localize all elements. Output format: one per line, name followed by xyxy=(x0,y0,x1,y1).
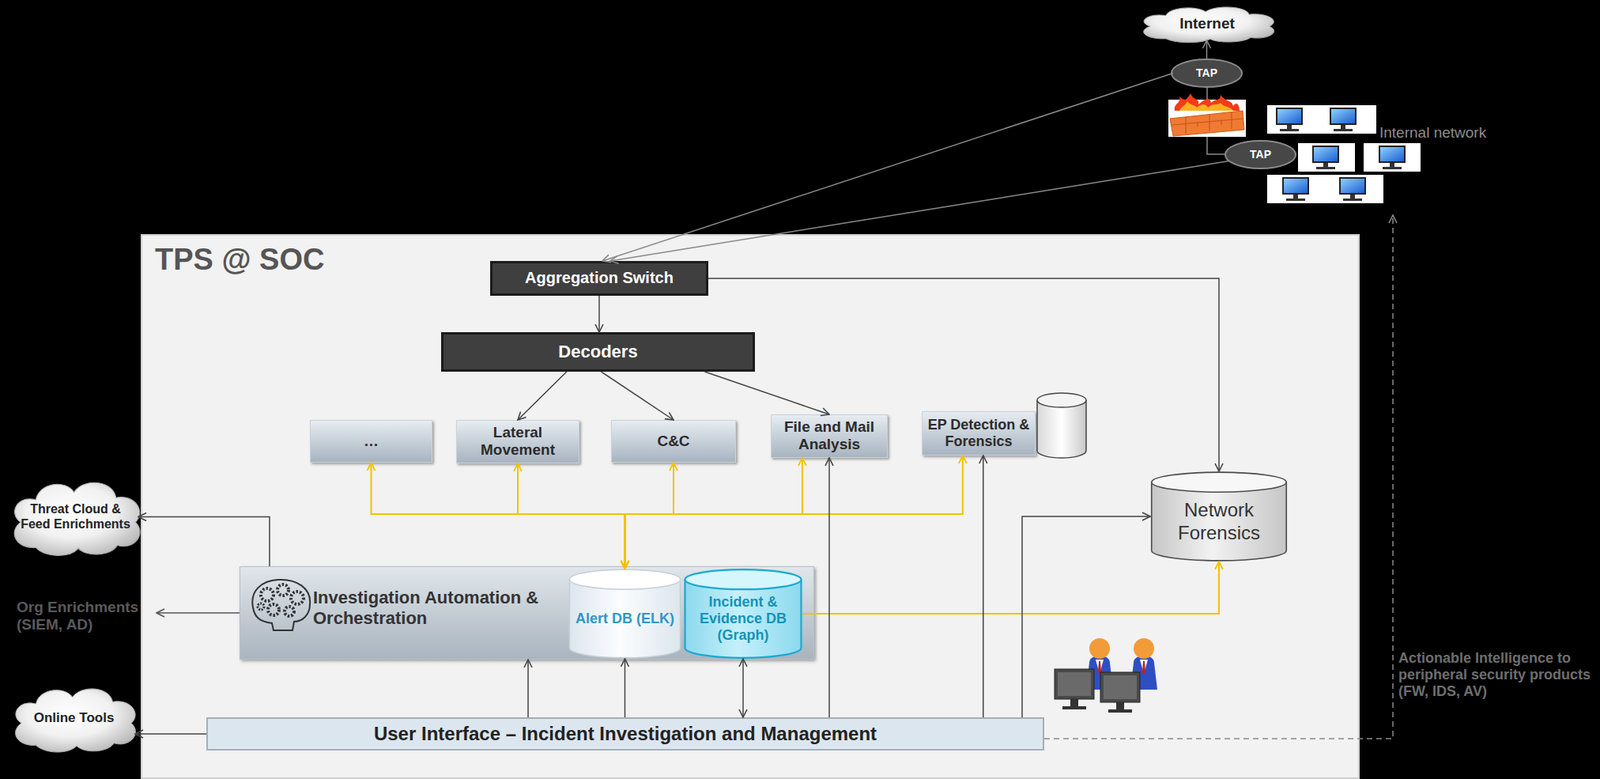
connector xyxy=(802,561,1219,614)
detector-box: C&C xyxy=(611,419,736,463)
analyst-icons xyxy=(1054,637,1158,713)
node-text: EP Detection & Forensics xyxy=(927,416,1031,450)
node-text: TAP xyxy=(1249,147,1272,162)
database-cylinder: Network Forensics xyxy=(1150,471,1288,562)
connector xyxy=(828,457,831,717)
firewall-icon xyxy=(1168,93,1246,137)
connector xyxy=(624,658,627,717)
connector xyxy=(708,278,1219,472)
connector xyxy=(517,371,567,420)
ep-database-icon xyxy=(1037,392,1087,458)
detector-box: EP Detection & Forensics xyxy=(921,411,1036,456)
brain-gears-icon xyxy=(252,579,310,631)
connector xyxy=(517,463,626,569)
connector xyxy=(371,462,626,569)
connector xyxy=(982,455,985,717)
node-text: Internet xyxy=(1179,15,1235,33)
connector xyxy=(1206,40,1208,61)
decoder-box: Decoders xyxy=(441,332,755,372)
node-text: Online Tools xyxy=(33,709,115,726)
connector xyxy=(625,455,963,569)
connector xyxy=(610,161,1230,262)
connector xyxy=(602,73,1174,262)
node-text: Decoders xyxy=(558,341,638,363)
node-text: TAP xyxy=(1196,66,1218,80)
soc-panel: TPS @ SOC Aggregation SwitchDecoders … Late… xyxy=(140,233,1360,779)
connector xyxy=(598,295,600,333)
database-cylinder: Alert DB (ELK) xyxy=(568,568,682,659)
orchestration-panel: Investigation Automation & Orchestration… xyxy=(239,566,815,660)
node-text: … xyxy=(363,432,379,450)
connector xyxy=(704,371,830,415)
node-text: Alert DB (ELK) xyxy=(575,610,675,627)
org-enrichment-arrow xyxy=(156,611,240,614)
node-text: User Interface – Incident Investigation … xyxy=(373,722,877,745)
database-cylinder: Incident & Evidence DB (Graph) xyxy=(683,568,803,659)
switch-box: Aggregation Switch xyxy=(490,260,709,296)
feedback-label: Actionable Intelligence to peripheral se… xyxy=(1398,649,1593,701)
cloud-node: Internet xyxy=(1132,3,1283,45)
cloud-node: Online Tools xyxy=(4,681,144,755)
tap-node: TAP xyxy=(1224,139,1297,170)
connector xyxy=(527,659,529,717)
node-text: File and Mail Analysis xyxy=(776,418,883,454)
node-text: Incident & Evidence DB (Graph) xyxy=(690,593,797,645)
connector xyxy=(135,732,207,735)
node-text: C&C xyxy=(656,432,690,450)
node-text: TPS @ SOC xyxy=(154,241,472,278)
computer-icons xyxy=(1267,105,1421,204)
cloud-node: Threat Cloud & Feed Enrichments xyxy=(3,474,148,559)
node-text: Threat Cloud & Feed Enrichments xyxy=(15,501,136,533)
network-label: Internal network xyxy=(1379,124,1538,142)
detector-box: Lateral Movement xyxy=(456,419,580,464)
connector xyxy=(1022,516,1151,717)
connector xyxy=(625,462,675,569)
enrichment-label: Org Enrichments (SIEM, AD) xyxy=(16,598,153,634)
node-text: Aggregation Switch xyxy=(524,268,674,288)
detector-box: File and Mail Analysis xyxy=(770,414,888,458)
tap-node: TAP xyxy=(1170,58,1243,88)
node-text: Network Forensics xyxy=(1156,498,1282,544)
interface-bar: User Interface – Incident Investigation … xyxy=(206,716,1045,751)
connector xyxy=(742,658,744,717)
node-text: Investigation Automation & Orchestration xyxy=(313,587,565,629)
connector xyxy=(600,371,674,420)
detector-box: … xyxy=(309,419,433,463)
connector xyxy=(138,516,270,567)
intelligence-feedback-arrow xyxy=(1044,215,1393,739)
connector xyxy=(625,457,803,569)
node-text: Lateral Movement xyxy=(461,423,574,460)
